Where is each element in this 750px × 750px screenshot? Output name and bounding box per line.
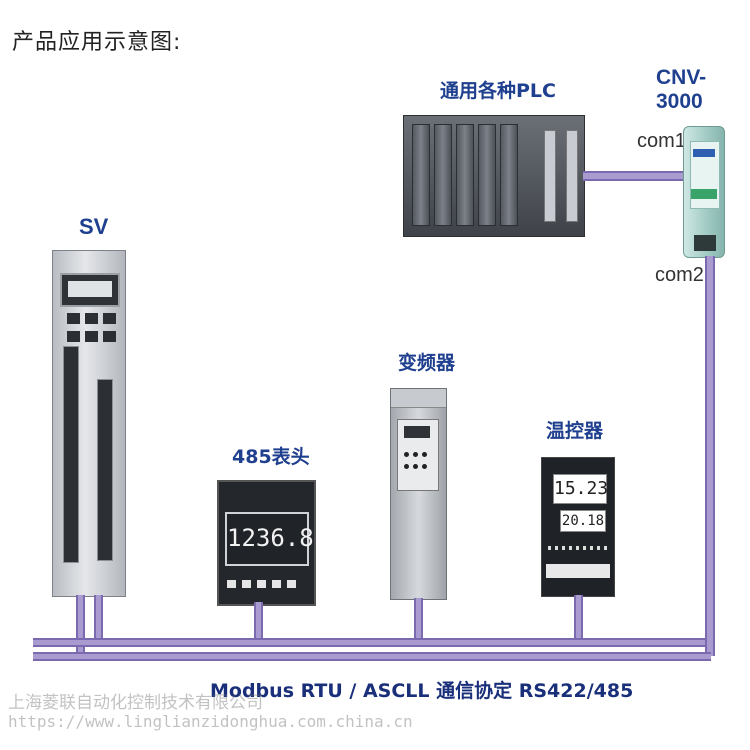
sv-drop-link-1 — [76, 595, 85, 655]
inverter-label: 变频器 — [398, 352, 456, 374]
com1-label: com1 — [637, 130, 686, 152]
inverter-device — [390, 388, 447, 600]
plc-cnv-link — [583, 171, 683, 181]
temp-pv-display: 15.23 — [553, 474, 608, 504]
rs485-bus-lower — [33, 652, 711, 661]
plc-label: 通用各种PLC — [440, 80, 556, 102]
cnv-converter — [683, 126, 725, 258]
meter-label: 485表头 — [232, 446, 310, 468]
temp-label: 温控器 — [546, 420, 604, 442]
plc-device — [403, 115, 585, 237]
cnv-label: CNV-3000 — [656, 66, 707, 113]
com2-label: com2 — [655, 264, 704, 286]
sv-drop-link-2 — [94, 595, 103, 640]
temp-drop-link — [574, 595, 583, 640]
temp-controller: 15.23 20.18 — [541, 457, 615, 597]
watermark-company: 上海菱联自动化控制技术有限公司 — [8, 693, 263, 713]
cnv-down-link — [705, 256, 715, 656]
inverter-drop-link — [414, 598, 423, 640]
temp-sv-display: 20.18 — [560, 510, 606, 532]
meter-display: 1236.8 — [227, 524, 314, 552]
485-meter: 1236.8 — [217, 480, 316, 606]
sv-servo-drive — [52, 250, 126, 597]
sv-label: SV — [79, 214, 109, 239]
page-title: 产品应用示意图: — [12, 30, 182, 55]
watermark-url: https://www.linglianzidonghua.com.china.… — [8, 712, 413, 731]
protocol-label: Modbus RTU / ASCLL 通信协定 RS422/485 — [210, 680, 634, 702]
meter-drop-link — [254, 602, 263, 640]
rs485-bus-upper — [33, 638, 705, 647]
